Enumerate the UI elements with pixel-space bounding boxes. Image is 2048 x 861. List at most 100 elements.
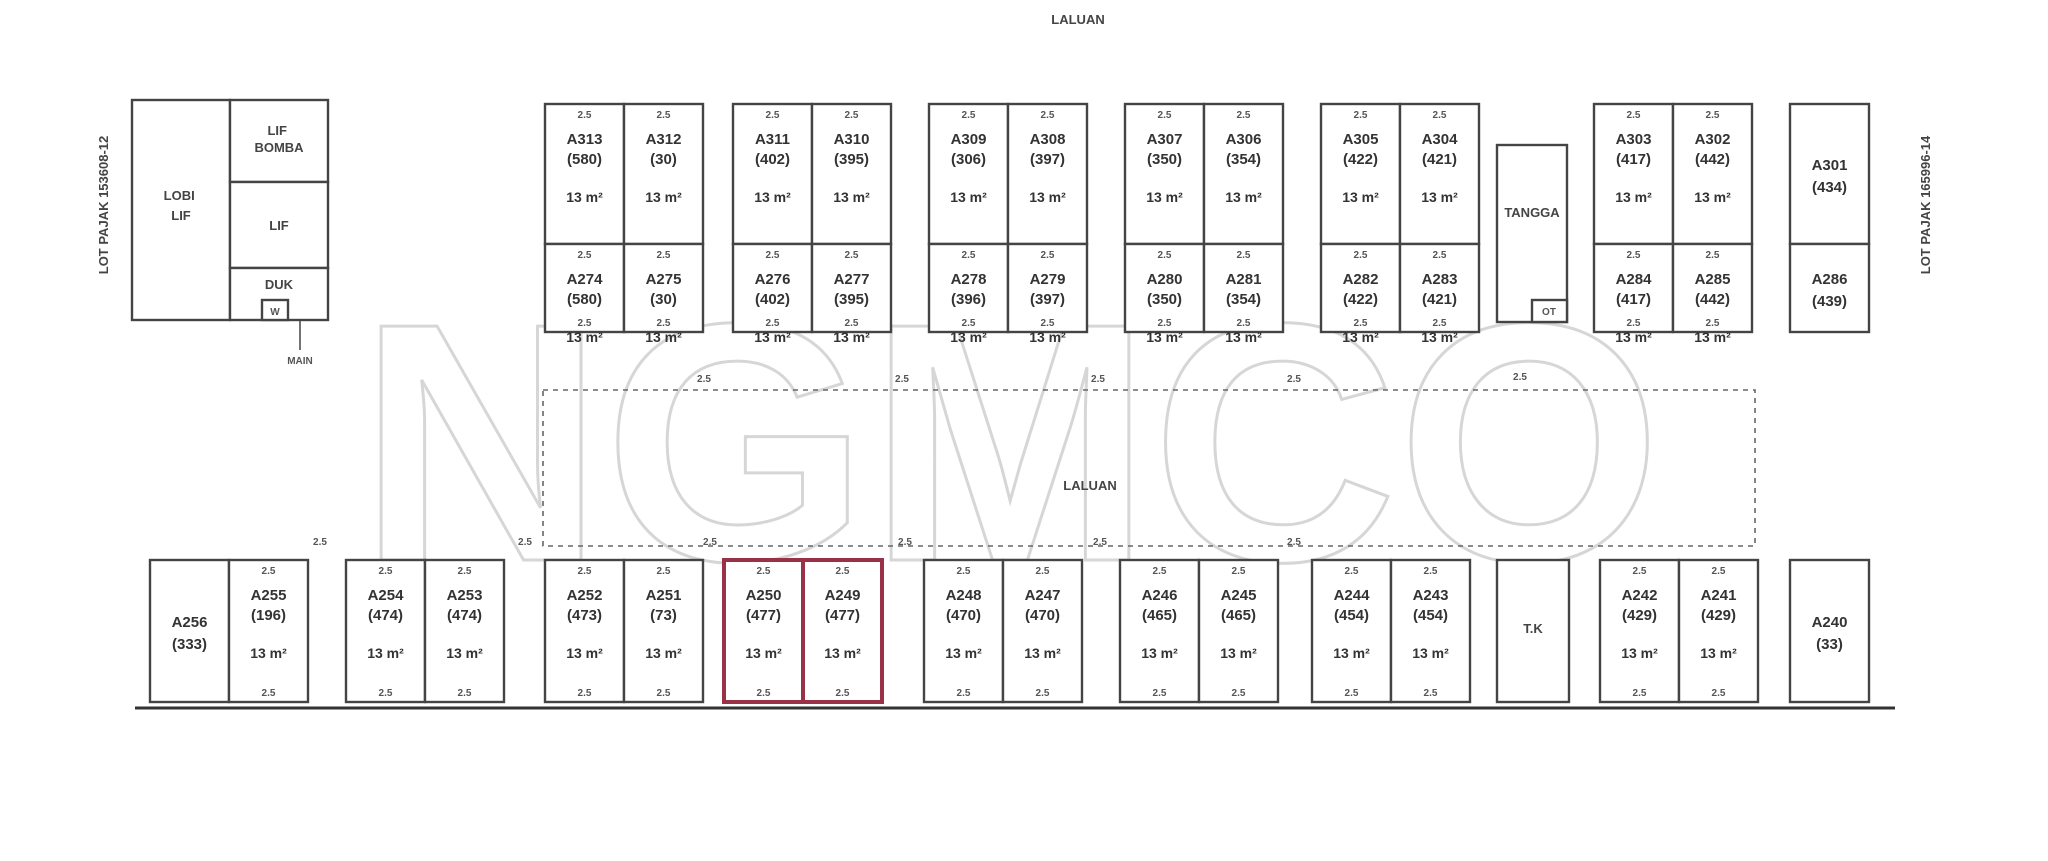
unit-cell-a277[interactable] bbox=[810, 242, 893, 334]
unit-cell-a312[interactable] bbox=[622, 102, 705, 246]
unit-cell-a248[interactable] bbox=[922, 558, 1005, 704]
unit-cell-a278[interactable] bbox=[927, 242, 1010, 334]
unit-cell-a280[interactable] bbox=[1123, 242, 1206, 334]
unit-cell-a302[interactable] bbox=[1671, 102, 1754, 246]
unit-cell-a250[interactable] bbox=[722, 558, 805, 704]
unit-cell-a242[interactable] bbox=[1598, 558, 1681, 704]
unit-cell-a241[interactable] bbox=[1677, 558, 1760, 704]
unit-cell-a253[interactable] bbox=[423, 558, 506, 704]
unit-cell-a245[interactable] bbox=[1197, 558, 1280, 704]
unit-cell-a304[interactable] bbox=[1398, 102, 1481, 246]
unit-cell-a276[interactable] bbox=[731, 242, 814, 334]
unit-code: A276 bbox=[755, 271, 791, 288]
tk-room bbox=[1495, 558, 1571, 704]
unit-cell-a279[interactable] bbox=[1006, 242, 1089, 334]
unit-cell-a282[interactable] bbox=[1319, 242, 1402, 334]
unit-cell-a275[interactable] bbox=[622, 242, 705, 334]
unit-bottom-dimension: 2.5 bbox=[262, 688, 276, 699]
unit-cell-a310[interactable] bbox=[810, 102, 893, 246]
unit-cell-a254[interactable] bbox=[344, 558, 427, 704]
unit-bottom-dimension: 2.5 bbox=[657, 318, 671, 329]
gap-dimension: 2.5 bbox=[895, 374, 909, 385]
unit-bottom-dimension: 2.5 bbox=[962, 318, 976, 329]
unit-bottom-dimension: 2.5 bbox=[1237, 318, 1251, 329]
unit-cell-a283[interactable] bbox=[1398, 242, 1481, 334]
unit-cell-a249[interactable] bbox=[801, 558, 884, 704]
unit-cell-a308[interactable] bbox=[1006, 102, 1089, 246]
unit-code: A243 bbox=[1413, 587, 1449, 604]
unit-cell-a274[interactable] bbox=[543, 242, 626, 334]
unit-cell-a281[interactable] bbox=[1202, 242, 1285, 334]
unit-cell-a301[interactable] bbox=[1788, 102, 1871, 246]
unit-code: A280 bbox=[1147, 271, 1183, 288]
unit-cell-a307[interactable] bbox=[1123, 102, 1206, 246]
unit-cell-a305[interactable] bbox=[1319, 102, 1402, 246]
unit-cell-a246[interactable] bbox=[1118, 558, 1201, 704]
unit-bottom-dimension: 2.5 bbox=[379, 688, 393, 699]
unit-cell-a306[interactable] bbox=[1202, 102, 1285, 246]
unit-cell-a286[interactable] bbox=[1788, 242, 1871, 334]
unit-a240[interactable]: A240(33) bbox=[1788, 558, 1871, 704]
unit-a286[interactable]: A286(439) bbox=[1788, 242, 1871, 334]
lift-label: LIF bbox=[269, 218, 289, 233]
unit-cell-a309[interactable] bbox=[927, 102, 1010, 246]
unit-cell-a285[interactable] bbox=[1671, 242, 1754, 334]
unit-cell-a303[interactable] bbox=[1592, 102, 1675, 246]
unit-cell-a313[interactable] bbox=[543, 102, 626, 246]
unit-cell-a247[interactable] bbox=[1001, 558, 1084, 704]
unit-cell-a256[interactable] bbox=[148, 558, 231, 704]
unit-a256[interactable]: A256(333) bbox=[148, 558, 231, 704]
unit-code: A283 bbox=[1422, 271, 1458, 288]
unit-a301[interactable]: A301(434) bbox=[1788, 102, 1871, 246]
unit-cell-a252[interactable] bbox=[543, 558, 626, 704]
unit-cell-a255[interactable] bbox=[227, 558, 310, 704]
unit-code: A305 bbox=[1343, 131, 1379, 148]
unit-size: (454) bbox=[1413, 607, 1448, 624]
unit-cell-a243[interactable] bbox=[1389, 558, 1472, 704]
unit-cell-a311[interactable] bbox=[731, 102, 814, 246]
corridor-outline bbox=[542, 389, 1756, 547]
unit-cell-a240[interactable] bbox=[1788, 558, 1871, 704]
unit-cell-a251[interactable] bbox=[622, 558, 705, 704]
unit-cell-a244[interactable] bbox=[1310, 558, 1393, 704]
